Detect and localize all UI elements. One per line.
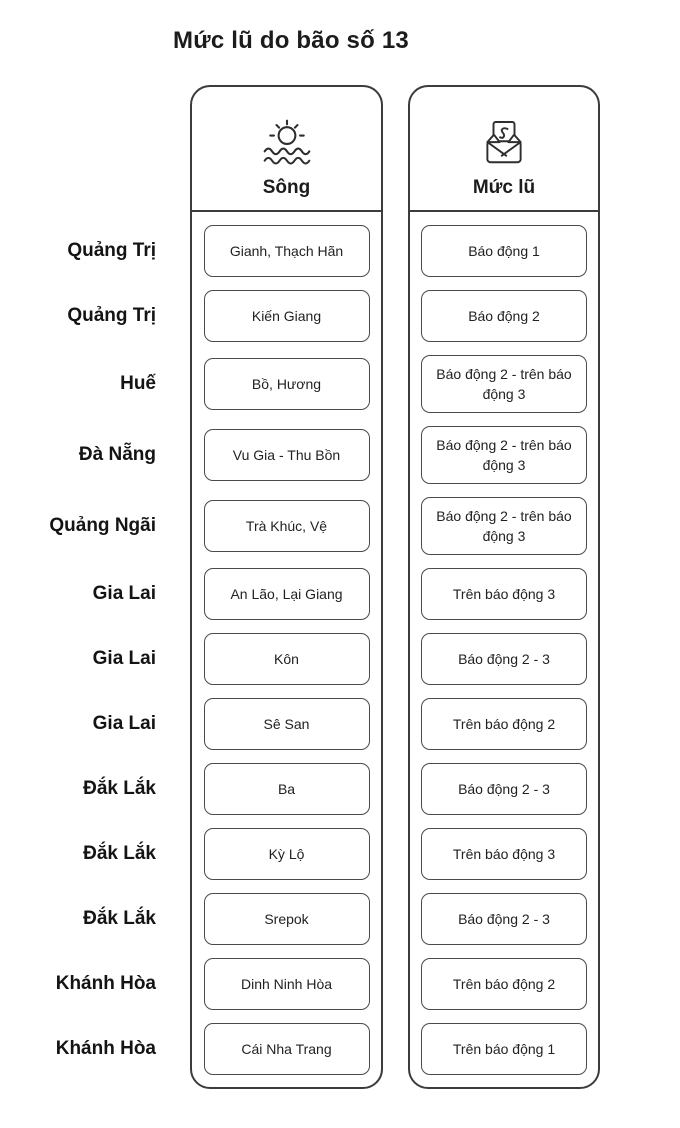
- river-box: Kôn: [203, 633, 370, 685]
- river-box: Dinh Ninh Hòa: [203, 958, 370, 1010]
- river-box: Kỳ Lộ: [203, 828, 370, 880]
- river-box: Kiến Giang: [203, 290, 370, 342]
- province-label: Quảng Trị: [67, 240, 156, 261]
- province-label: Đà Nẵng: [78, 444, 156, 465]
- level-box: Trên báo động 1: [421, 1023, 587, 1075]
- level-column-header: Mức lũ: [410, 87, 598, 212]
- province-label: Gia Lai: [92, 713, 156, 734]
- province-label: Gia Lai: [92, 648, 156, 669]
- level-box: Trên báo động 3: [421, 568, 587, 620]
- river-box: An Lão, Lại Giang: [203, 568, 370, 620]
- province-label: Khánh Hòa: [55, 973, 156, 994]
- river-box: Srepok: [203, 893, 370, 945]
- river-box: Cái Nha Trang: [203, 1023, 370, 1075]
- river-box: Gianh, Thạch Hãn: [203, 225, 370, 277]
- level-box: Báo động 2 - 3: [421, 633, 587, 685]
- province-label: Đắk Lắk: [83, 908, 156, 929]
- rows-grid: Quảng Trị Gianh, Thạch Hãn Báo động 1 Qu…: [0, 225, 600, 1075]
- province-label: Quảng Ngãi: [49, 515, 156, 536]
- level-box: Báo động 2 - trên báo động 3: [421, 426, 587, 484]
- sun-over-waves-icon: [257, 116, 317, 177]
- province-label: Gia Lai: [92, 583, 156, 604]
- river-box: Bồ, Hương: [203, 358, 370, 410]
- level-box: Báo động 1: [421, 225, 587, 277]
- river-column-title: Sông: [262, 177, 311, 198]
- level-box: Báo động 2 - 3: [421, 893, 587, 945]
- level-box: Trên báo động 3: [421, 828, 587, 880]
- level-box: Báo động 2 - trên báo động 3: [421, 497, 587, 555]
- river-box: Sê San: [203, 698, 370, 750]
- province-label: Đắk Lắk: [83, 778, 156, 799]
- level-box: Báo động 2 - 3: [421, 763, 587, 815]
- river-column-card: Sông: [190, 85, 383, 1089]
- open-envelope-letter-icon: [476, 116, 532, 177]
- level-box: Báo động 2: [421, 290, 587, 342]
- river-box: Ba: [203, 763, 370, 815]
- province-label: Quảng Trị: [67, 305, 156, 326]
- river-box: Trà Khúc, Vệ: [203, 500, 370, 552]
- page-title: Mức lũ do bão số 13: [173, 27, 409, 54]
- level-column-card: Mức lũ: [408, 85, 600, 1089]
- province-label: Huế: [120, 373, 156, 394]
- level-box: Trên báo động 2: [421, 698, 587, 750]
- river-column-header: Sông: [192, 87, 381, 212]
- level-box: Trên báo động 2: [421, 958, 587, 1010]
- level-column-title: Mức lũ: [472, 177, 536, 198]
- level-box: Báo động 2 - trên báo động 3: [421, 355, 587, 413]
- river-box: Vu Gia - Thu Bồn: [203, 429, 370, 481]
- province-label: Khánh Hòa: [55, 1038, 156, 1059]
- province-label: Đắk Lắk: [83, 843, 156, 864]
